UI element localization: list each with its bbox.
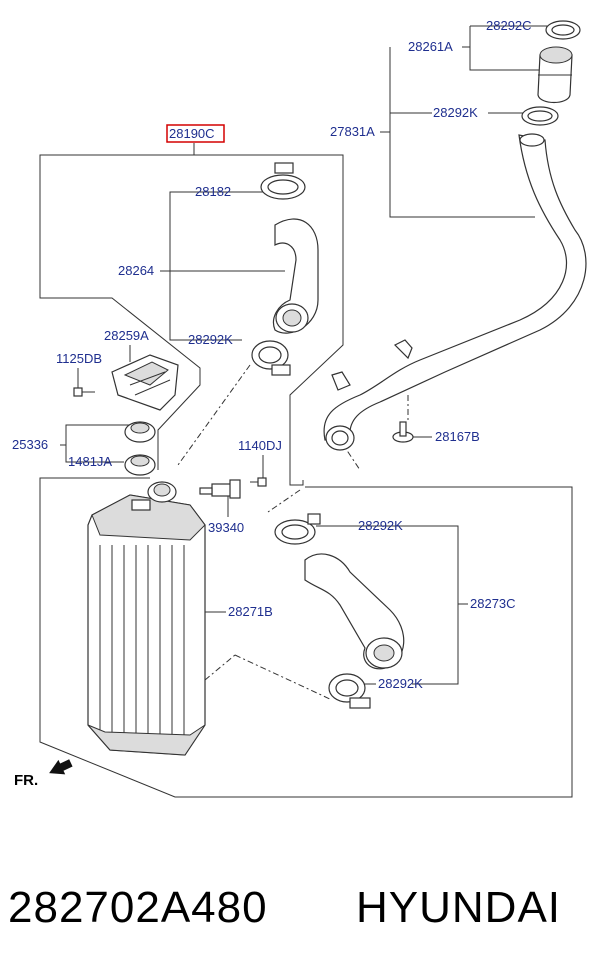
label-28292k-top[interactable]: 28292K	[433, 105, 478, 120]
brand-name: HYUNDAI	[356, 883, 561, 932]
bracket-28259a	[111, 354, 179, 411]
label-25336[interactable]: 25336	[12, 437, 48, 452]
hose-28264	[272, 218, 319, 334]
hose-28273c	[304, 553, 405, 670]
grommet-25336	[124, 421, 156, 443]
front-arrow-icon	[49, 759, 73, 775]
front-label: FR.	[14, 772, 38, 789]
part-labels: 28292C 28261A 28292K 27831A 28190C 28182…	[12, 18, 532, 789]
sensor-39340	[199, 479, 241, 499]
grommet-1481ja	[124, 454, 156, 476]
label-28292k-bot[interactable]: 28292K	[378, 676, 423, 691]
label-28182[interactable]: 28182	[195, 184, 231, 199]
label-28264[interactable]: 28264	[118, 263, 154, 278]
bolt-1140dj	[250, 477, 267, 487]
label-1125db[interactable]: 1125DB	[56, 351, 102, 366]
highlight-box-28190c	[166, 124, 225, 143]
intake-hose-27831a	[323, 133, 587, 451]
label-28261a[interactable]: 28261A	[408, 39, 453, 54]
label-28273c[interactable]: 28273C	[470, 596, 516, 611]
label-28292k-low[interactable]: 28292K	[358, 518, 403, 533]
label-28167b[interactable]: 28167B	[435, 429, 480, 444]
label-39340[interactable]: 39340	[208, 520, 244, 535]
footer: 282702A480 HYUNDAI	[8, 883, 561, 932]
label-27831a[interactable]: 27831A	[330, 124, 375, 139]
clamp-28292k-mid	[251, 340, 291, 376]
group-outlines	[39, 25, 573, 798]
part-number: 282702A480	[8, 883, 268, 932]
label-28292c[interactable]: 28292C	[486, 18, 532, 33]
bolt-28167b	[392, 421, 414, 443]
duct-28261a	[537, 46, 573, 104]
clamp-28292k-bot	[328, 673, 371, 709]
label-28190c[interactable]: 28190C	[169, 126, 215, 141]
label-1481ja[interactable]: 1481JA	[68, 454, 112, 469]
bolt-1125db	[73, 387, 95, 397]
label-1140dj[interactable]: 1140DJ	[238, 438, 282, 453]
label-28259a[interactable]: 28259A	[104, 328, 149, 343]
intercooler-28271b	[87, 481, 206, 756]
clamp-28292k-top	[521, 106, 559, 126]
clamp-28292c	[545, 20, 581, 40]
clamp-28182	[260, 162, 306, 200]
label-28292k-mid[interactable]: 28292K	[188, 332, 233, 347]
clamp-28292k-low	[274, 513, 321, 545]
label-28271b[interactable]: 28271B	[228, 604, 273, 619]
